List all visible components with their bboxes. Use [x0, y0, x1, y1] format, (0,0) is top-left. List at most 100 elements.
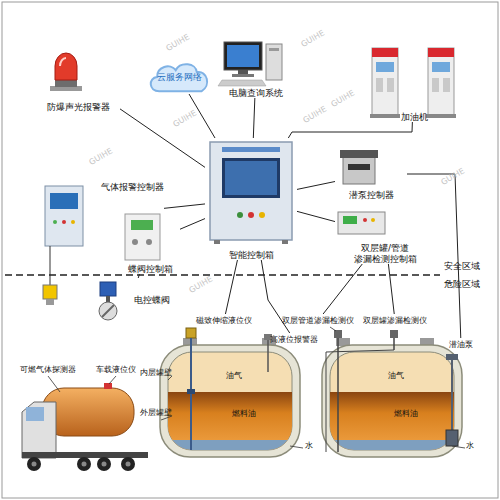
content-label: 燃料油: [394, 410, 418, 419]
node-label: 加油机: [401, 112, 428, 122]
control-box-symbol: [222, 147, 280, 152]
control-box-symbol: [210, 142, 292, 240]
control-box-symbol: [214, 240, 220, 244]
zone-label: 安全区域: [444, 262, 480, 272]
node-label: 蝶阀控制箱: [128, 264, 173, 274]
content-label: 水: [466, 442, 474, 451]
truck-symbol: [22, 402, 56, 458]
gas-controller-symbol: [45, 186, 83, 285]
node-label: 双层罐渗漏检测仪: [363, 316, 427, 325]
controller-device: 双层罐/管道 渗漏检测控制箱: [335, 206, 435, 264]
node-label: 潜泵控制器: [349, 190, 394, 200]
control-box-symbol: [210, 142, 292, 244]
controller-device: 蝶阀控制箱: [120, 210, 180, 274]
truck-symbol: [48, 376, 60, 392]
tank-symbol: [160, 338, 303, 457]
leak-box-symbol: [343, 216, 357, 224]
gas-detector-symbol: [43, 285, 57, 305]
node-label: 电脑查询系统: [229, 88, 283, 98]
part-label: 车载液位仪: [96, 366, 136, 375]
truck-symbol: [32, 462, 37, 467]
pump-symbol: [451, 360, 453, 430]
control-box-symbol: [248, 212, 254, 218]
wire-connector: [297, 182, 335, 190]
dispenser-symbol: [432, 78, 439, 92]
dispenser-symbol: [387, 78, 394, 92]
valve-symbol: [100, 282, 116, 296]
gas-controller-symbol: [50, 246, 51, 285]
zone-divider: [5, 274, 440, 276]
tank-symbol: [168, 392, 292, 450]
sensor-device: 高液位报警器: [262, 333, 326, 346]
dispenser-symbol: [372, 48, 398, 116]
computer-symbol: [232, 74, 254, 77]
truck-symbol: [109, 376, 116, 384]
connector-group: [120, 94, 461, 338]
computer-symbol: [218, 80, 266, 86]
tank-symbol: [160, 345, 300, 457]
computer-symbol: [238, 70, 248, 74]
level-gauge-symbol: [187, 389, 195, 394]
leak-box-symbol: [363, 218, 367, 222]
node-label: 气体报警控制器: [101, 182, 164, 192]
dispenser-symbol: [372, 48, 398, 57]
tank-symbol: [322, 338, 465, 457]
wire-connector: [225, 260, 237, 314]
pump-controller-symbol: [343, 156, 375, 184]
truck-symbol: [121, 457, 135, 471]
dispenser-symbol: [432, 62, 450, 72]
content-label: 水: [305, 442, 313, 451]
valve-symbol: [106, 296, 110, 302]
valve-box-symbol: [132, 239, 138, 245]
level-gauge-symbol: [186, 328, 196, 450]
sensor-device: 磁致伸缩液位仪: [188, 314, 260, 327]
dispenser-symbol: [428, 48, 454, 57]
truck-symbol: [82, 462, 87, 467]
node-label: 智能控制箱: [229, 250, 274, 260]
control-box-symbol: [222, 158, 280, 198]
valve-box-symbol: [125, 214, 160, 260]
computer-symbol: [227, 45, 259, 67]
control-box-symbol: [282, 240, 288, 244]
wire-connector: [388, 264, 394, 314]
computer-symbol: [269, 48, 279, 51]
pump-controller-symbol: [340, 150, 378, 158]
alarm-symbol: [50, 53, 82, 91]
truck-symbol: [126, 462, 131, 467]
leak-detector-symbol: [326, 350, 394, 452]
control-box-symbol: [259, 212, 265, 218]
alarm-symbol: [55, 80, 77, 87]
tank-symbol: [322, 345, 462, 457]
truck-symbol: [22, 376, 148, 471]
controller-device: 潜泵控制器: [335, 148, 407, 200]
valve-box-symbol: [125, 214, 160, 260]
truck-symbol: [27, 457, 41, 471]
dispenser-symbol: [426, 114, 456, 118]
alarm-symbol: [55, 53, 77, 80]
dispenser-symbol: [443, 78, 450, 92]
leak-box-symbol: [338, 212, 385, 234]
leak-detector-symbol: [390, 330, 398, 338]
alarm-device: 防爆声光报警器: [36, 48, 120, 112]
content-label: 油气: [226, 372, 242, 381]
sensor-device: 双层管道渗漏检测仪: [280, 314, 356, 327]
dispenser-device: 加油机: [364, 38, 464, 122]
computer-device: 电脑查询系统: [216, 38, 296, 98]
leak-detector-symbol: [393, 338, 395, 350]
tank-symbol: [330, 392, 454, 450]
part-label: 可燃气体探测器: [20, 366, 76, 375]
wire-connector: [164, 204, 205, 208]
control-box-symbol: [237, 212, 243, 218]
cloud-node: 云服务网络: [146, 60, 212, 94]
node-label: 高液位报警器: [270, 335, 318, 344]
dispenser-symbol: [376, 62, 394, 72]
valve-symbol: [99, 302, 117, 320]
computer-symbol: [218, 42, 282, 86]
computer-symbol: [224, 42, 262, 70]
leak-box-symbol: [371, 218, 375, 222]
part-label: 内层罐壁: [140, 369, 172, 378]
zone-label: 危险区域: [444, 280, 480, 290]
leak-box-symbol: [338, 212, 385, 234]
computer-symbol: [266, 44, 282, 80]
